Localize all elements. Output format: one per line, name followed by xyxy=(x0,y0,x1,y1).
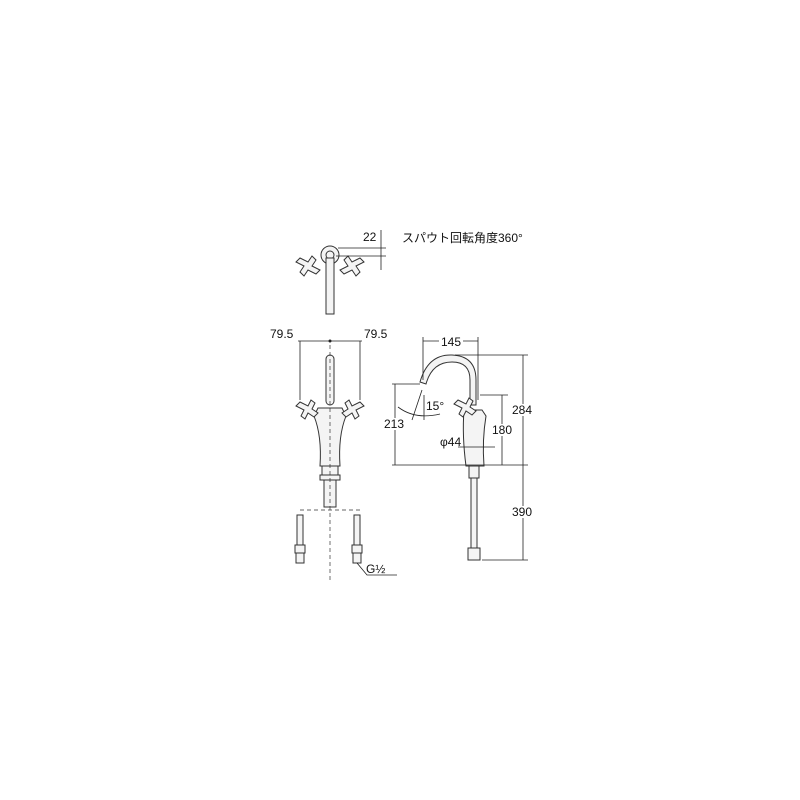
top-view xyxy=(295,230,386,315)
thread-size-label: G½ xyxy=(366,562,386,576)
dim-145-label: 145 xyxy=(439,335,464,349)
dim-180-label: 180 xyxy=(492,423,513,437)
dim-284-label: 284 xyxy=(512,403,533,417)
dim-79-5-right-label: 79.5 xyxy=(364,327,388,341)
dim-390-label: 390 xyxy=(512,505,533,519)
dim-diameter-label: φ44 xyxy=(440,435,462,449)
dim-213-label: 213 xyxy=(384,417,405,431)
front-view xyxy=(294,339,397,580)
dim-79-5-left-label: 79.5 xyxy=(270,327,294,341)
dim-22-label: 22 xyxy=(363,230,377,244)
spout-rotation-note: スパウト回転角度360° xyxy=(402,231,523,245)
dim-angle-label: 15° xyxy=(426,399,445,413)
